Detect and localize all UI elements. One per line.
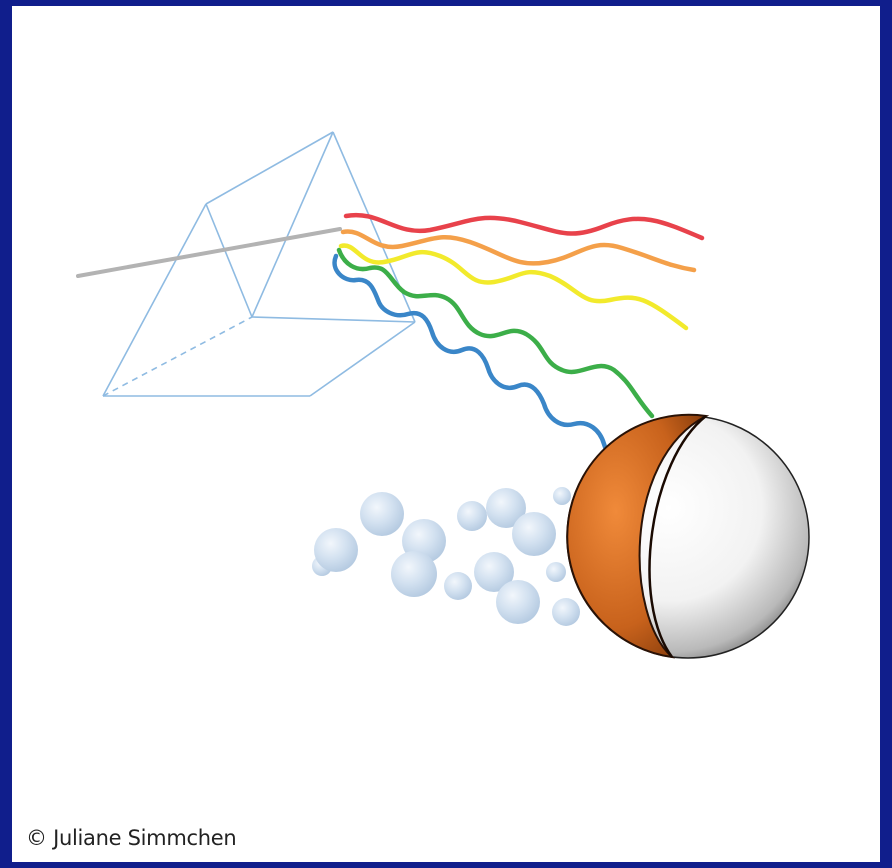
janus-particle-icon [566,413,810,659]
gas-bubbles-icon [312,487,580,626]
green-light-wave [336,247,655,419]
frame-left-border [0,0,12,868]
copyright-credit: © Juliane Simmchen [26,826,237,850]
frame-right-border [880,0,892,868]
incident-light-ray [76,227,342,278]
orange-light-wave [340,229,697,273]
yellow-light-wave [338,243,689,331]
blue-light-wave [332,253,617,473]
red-light-wave [343,212,705,241]
frame-bottom-border [0,862,892,868]
